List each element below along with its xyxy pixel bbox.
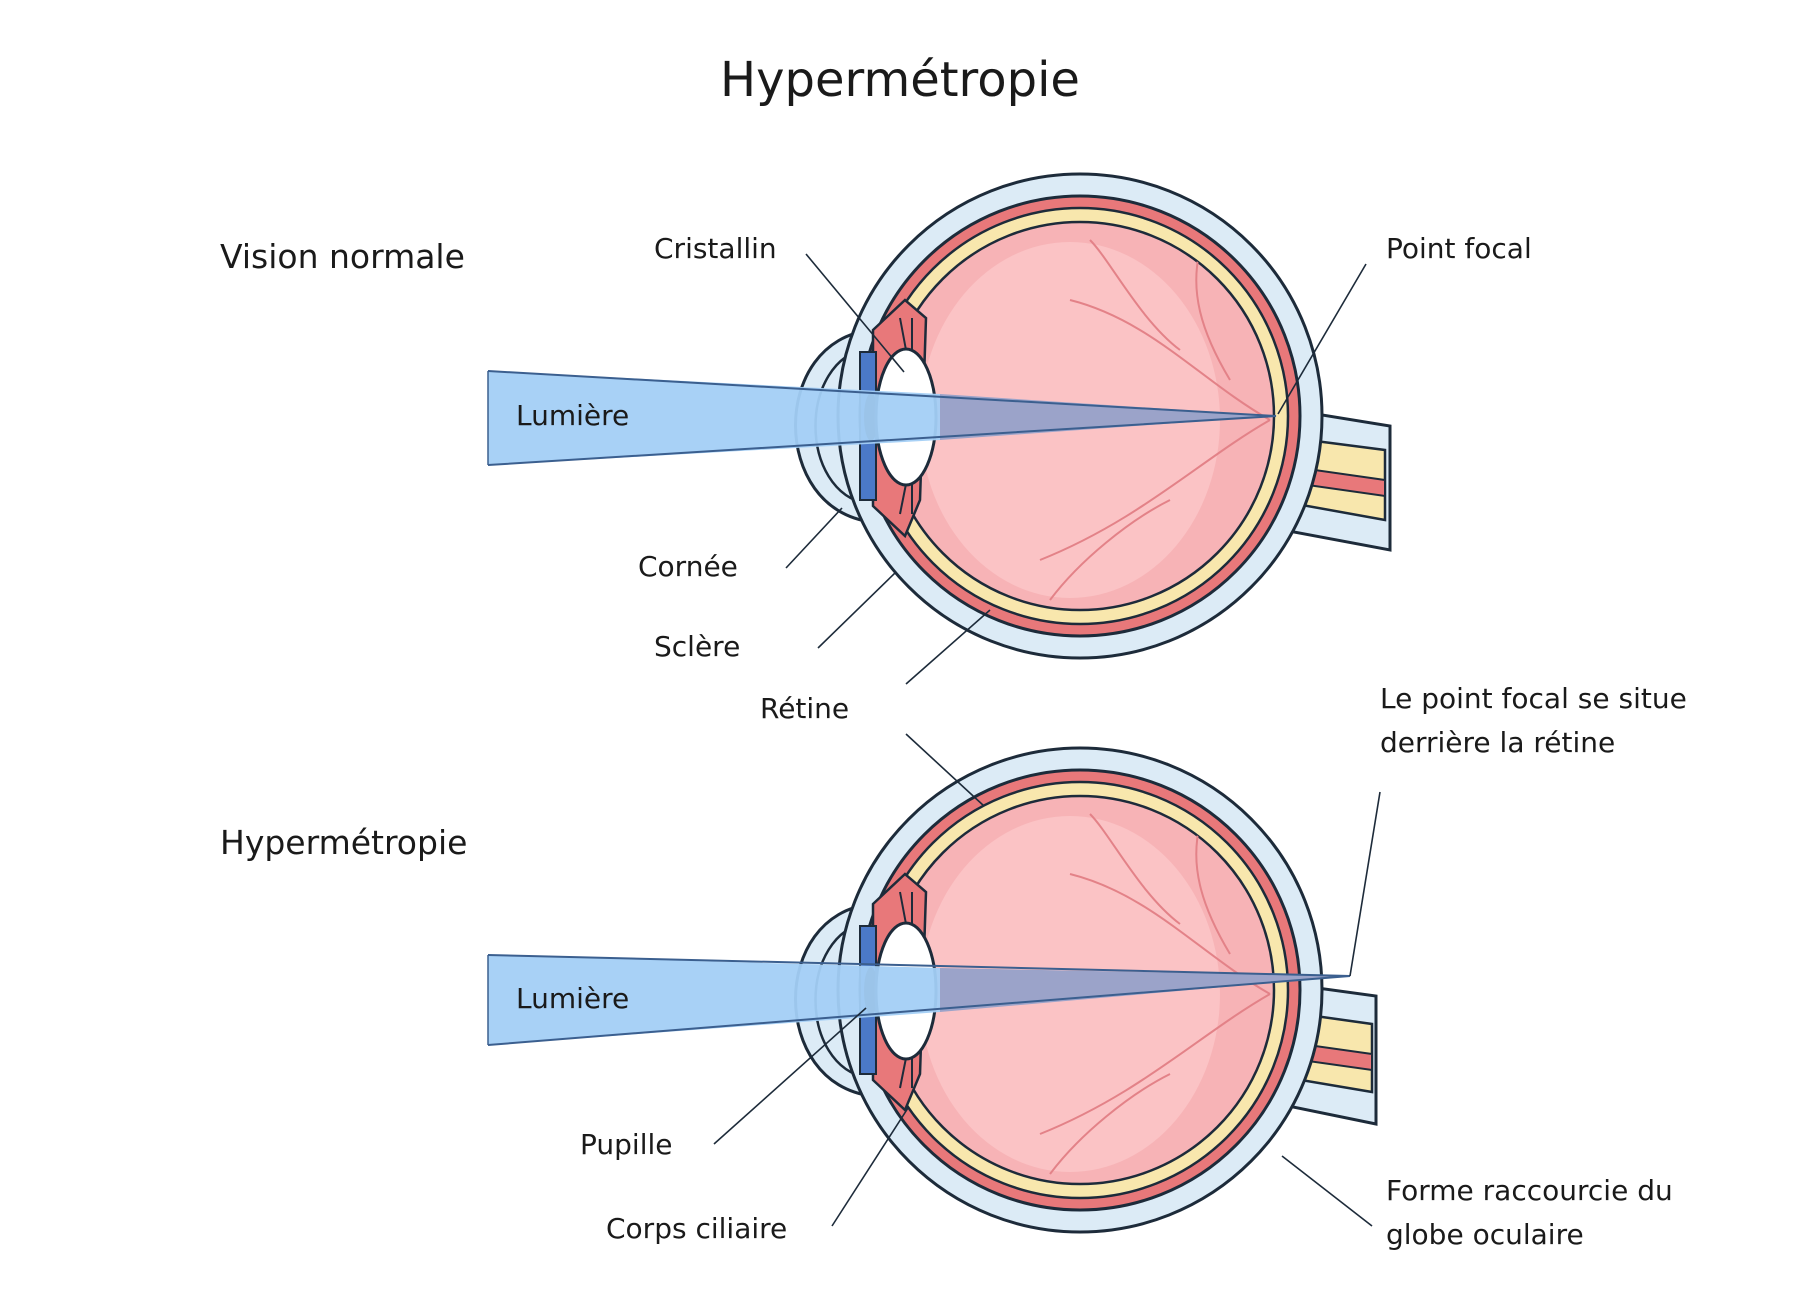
leader-retine-top bbox=[905, 609, 991, 685]
label-light-bottom: Lumière bbox=[516, 982, 630, 1015]
section-label-hyperopia: Hypermétropie bbox=[220, 823, 468, 862]
leader-cristallin bbox=[805, 253, 905, 373]
leader-corps-ciliaire bbox=[831, 1107, 909, 1227]
leader-forme bbox=[1281, 1155, 1373, 1227]
label-pupille: Pupille bbox=[580, 1128, 673, 1161]
leader-point-focal bbox=[1277, 263, 1367, 415]
label-corps-ciliaire: Corps ciliaire bbox=[606, 1212, 788, 1245]
diagram-title: Hypermétropie bbox=[720, 52, 1080, 108]
leader-focal-behind bbox=[1349, 791, 1381, 977]
light-beam-hyperopia bbox=[487, 954, 1351, 1046]
leader-cornee bbox=[785, 507, 843, 569]
label-forme-line2: globe oculaire bbox=[1386, 1218, 1584, 1251]
label-focal-behind-line2: derrière la rétine bbox=[1380, 726, 1616, 759]
blood-vessels-normal bbox=[1039, 239, 1271, 601]
label-cristallin: Cristallin bbox=[654, 232, 777, 265]
leader-pupille bbox=[713, 1007, 867, 1145]
label-forme-line1: Forme raccourcie du bbox=[1386, 1174, 1673, 1207]
label-point-focal: Point focal bbox=[1386, 232, 1532, 265]
light-beam-normal bbox=[487, 370, 1277, 466]
leader-sclere bbox=[817, 571, 897, 649]
label-focal-behind-line1: Le point focal se situe bbox=[1380, 682, 1687, 715]
leader-retine-bottom bbox=[905, 733, 985, 807]
label-cornee: Cornée bbox=[638, 550, 738, 583]
label-light-top: Lumière bbox=[516, 399, 630, 432]
leader-lines bbox=[713, 253, 1381, 1227]
label-retine: Rétine bbox=[760, 692, 850, 725]
label-sclere: Sclère bbox=[654, 630, 741, 663]
section-label-normal: Vision normale bbox=[220, 237, 465, 276]
